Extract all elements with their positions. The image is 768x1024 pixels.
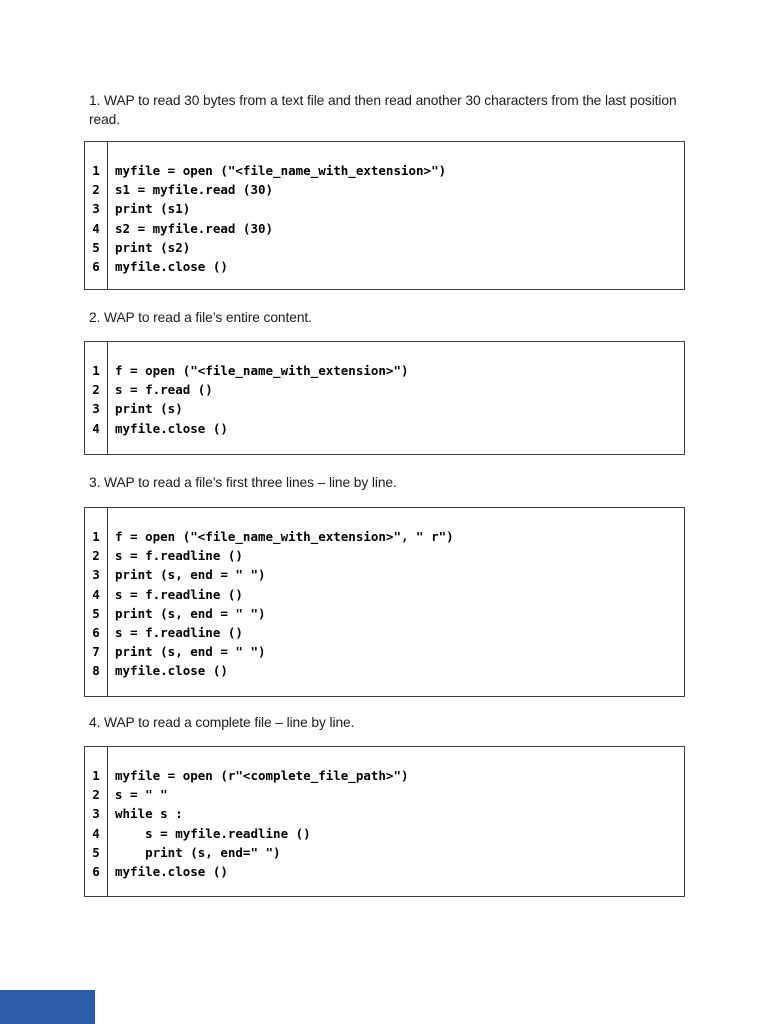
code-area: f = open ("<file_name_with_extension>", … (108, 508, 454, 696)
code-area: f = open ("<file_name_with_extension>")s… (108, 342, 409, 454)
code-block: 1 2 3 4 5 6 myfile = open (r"<complete_file_p… (84, 746, 685, 897)
code-line: print (s, end=" ") (115, 844, 281, 860)
footer-blue-banner[interactable] (0, 990, 95, 1024)
line-number: 7 (92, 644, 100, 660)
code-line: s = " " (115, 787, 168, 803)
code-line: myfile.close () (115, 864, 228, 880)
line-number: 1 (92, 363, 100, 378)
code-line: myfile = open (r"<complete_file_path>") (115, 768, 409, 783)
code-line: myfile.close () (115, 420, 228, 436)
line-number: 6 (92, 259, 100, 275)
line-number: 4 (92, 586, 100, 602)
code-block: 1 2 3 4 5 6 7 8 f = open ("<file_name_with_exte… (84, 507, 685, 697)
line-number: 2 (92, 787, 100, 803)
line-number: 6 (92, 864, 100, 880)
code-area: myfile = open ("<file_name_with_extensio… (108, 142, 446, 289)
code-area: myfile = open (r"<complete_file_path>")s… (108, 747, 409, 896)
code-line: s = f.readline () (115, 548, 243, 564)
code-line: s = f.readline () (115, 625, 243, 641)
line-number: 2 (92, 548, 100, 564)
line-number: 4 (92, 220, 100, 236)
line-number: 3 (92, 806, 100, 822)
line-number: 1 (92, 768, 100, 783)
code-line: myfile = open ("<file_name_with_extensio… (115, 163, 447, 178)
exercise-heading: 3. WAP to read a file’s first three line… (89, 475, 397, 490)
line-number: 5 (92, 844, 100, 860)
code-line: s = myfile.readline () (115, 825, 311, 841)
line-number: 5 (92, 605, 100, 621)
line-number: 6 (92, 625, 100, 641)
code-line: print (s, end = " ") (115, 567, 266, 583)
line-number-gutter: 1 2 3 4 5 6 (85, 142, 108, 289)
code-line: while s : (115, 806, 183, 822)
code-line: print (s2) (115, 239, 191, 255)
line-number-gutter: 1 2 3 4 5 6 (85, 747, 108, 896)
line-number: 1 (92, 163, 100, 178)
line-number-gutter: 1 2 3 4 5 6 7 8 (85, 508, 108, 696)
exercise-heading: 2. WAP to read a file’s entire content. (89, 310, 312, 325)
code-line: s1 = myfile.read (30) (115, 182, 274, 198)
code-line: print (s, end = " ") (115, 605, 266, 621)
code-line: s = f.read () (115, 382, 213, 398)
line-number: 4 (92, 825, 100, 841)
line-number: 3 (92, 401, 100, 417)
code-line: print (s, end = " ") (115, 644, 266, 660)
code-line: f = open ("<file_name_with_extension>") (115, 363, 409, 378)
code-line: myfile.close () (115, 259, 228, 275)
code-line: print (s1) (115, 201, 191, 217)
exercise-heading: 1. WAP to read 30 bytes from a text file… (89, 93, 677, 128)
exercise-heading: 4. WAP to read a complete file – line by… (89, 715, 355, 730)
code-line: s = f.readline () (115, 586, 243, 602)
code-line: myfile.close () (115, 663, 228, 679)
line-number: 5 (92, 239, 100, 255)
line-number: 2 (92, 382, 100, 398)
line-number: 3 (92, 201, 100, 217)
line-number: 4 (92, 420, 100, 436)
code-block: 1 2 3 4 5 6 myfile = open ("<file_name_with_e… (84, 141, 685, 290)
code-line: f = open ("<file_name_with_extension>", … (115, 529, 454, 544)
code-line: print (s) (115, 401, 183, 417)
line-number-gutter: 1 2 3 4 (85, 342, 108, 454)
code-line: s2 = myfile.read (30) (115, 220, 274, 236)
line-number: 3 (92, 567, 100, 583)
line-number: 1 (92, 529, 100, 544)
line-number: 2 (92, 182, 100, 198)
line-number: 8 (92, 663, 100, 679)
code-block: 1 2 3 4 f = open ("<file_name_with_extensio… (84, 341, 685, 455)
